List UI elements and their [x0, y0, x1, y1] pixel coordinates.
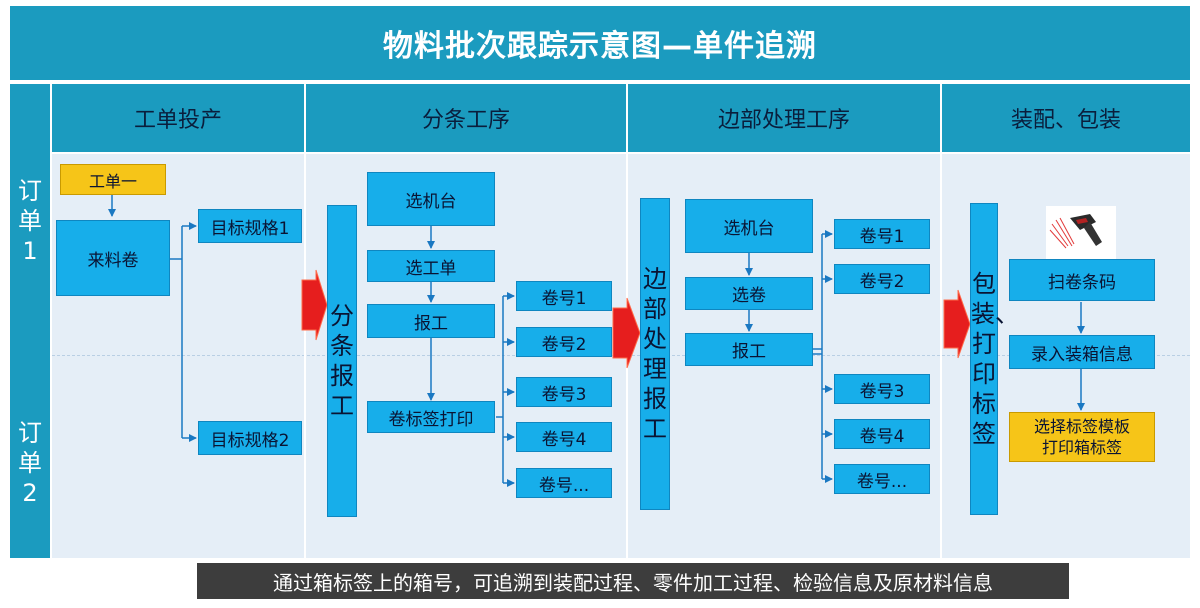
target-spec-1-box: 目标规格1 — [198, 209, 302, 243]
label-template-print-box: 选择标签模板 打印箱标签 — [1009, 412, 1155, 462]
roll-number-box: 卷号... — [834, 464, 930, 494]
roll-number-box: 卷号4 — [516, 422, 612, 452]
column-separator — [940, 154, 942, 558]
incoming-roll-box: 来料卷 — [56, 220, 170, 296]
scan-roll-barcode-box: 扫卷条码 — [1009, 259, 1155, 301]
select-work-order-box: 选工单 — [367, 250, 495, 282]
roll-label-print-box: 卷标签打印 — [367, 401, 495, 433]
roll-number-box: 卷号... — [516, 468, 612, 498]
slitting-report-bar: 分条报工 — [327, 205, 357, 517]
roll-number-box: 卷号3 — [516, 377, 612, 407]
roll-number-box: 卷号2 — [834, 264, 930, 294]
column-header-assembly-packing: 装配、包装 — [942, 84, 1190, 152]
column-separator — [304, 154, 306, 558]
row-label-order-2: 订单2 — [18, 419, 42, 507]
roll-number-box: 卷号4 — [834, 419, 930, 449]
column-header-slitting: 分条工序 — [306, 84, 626, 152]
edge-processing-report-bar: 边部处理报工 — [640, 198, 670, 510]
row-label-background — [10, 84, 50, 558]
roll-number-box: 卷号2 — [516, 327, 612, 357]
enter-packing-info-box: 录入装箱信息 — [1009, 335, 1155, 369]
roll-number-box: 卷号1 — [834, 219, 930, 249]
column-header-production: 工单投产 — [52, 84, 304, 152]
select-machine-box: 选机台 — [367, 172, 495, 226]
column-header-edge-processing: 边部处理工序 — [628, 84, 940, 152]
stage-arrow-icon — [612, 297, 641, 369]
roll-number-box: 卷号3 — [834, 374, 930, 404]
diagram-title: 物料批次跟踪示意图—单件追溯 — [10, 6, 1190, 80]
row-label-order-1: 订单1 — [18, 177, 42, 265]
report-box: 报工 — [367, 304, 495, 338]
work-order-box: 工单一 — [60, 164, 166, 195]
print-box-label-text: 打印箱标签 — [1041, 438, 1122, 457]
report-box: 报工 — [685, 333, 813, 366]
select-machine-box: 选机台 — [685, 199, 813, 253]
choose-label-template-text: 选择标签模板 — [1033, 417, 1130, 436]
packing-label-print-bar: 包装、打印标签 — [970, 203, 1019, 515]
stage-arrow-icon — [943, 289, 971, 359]
select-roll-box: 选卷 — [685, 277, 813, 310]
caption-bar: 通过箱标签上的箱号，可追溯到装配过程、零件加工过程、检验信息及原材料信息 — [197, 563, 1069, 599]
stage-arrow-icon — [301, 269, 328, 341]
target-spec-2-box: 目标规格2 — [198, 421, 302, 455]
roll-number-box: 卷号1 — [516, 281, 612, 311]
barcode-scanner-icon — [1046, 206, 1116, 260]
